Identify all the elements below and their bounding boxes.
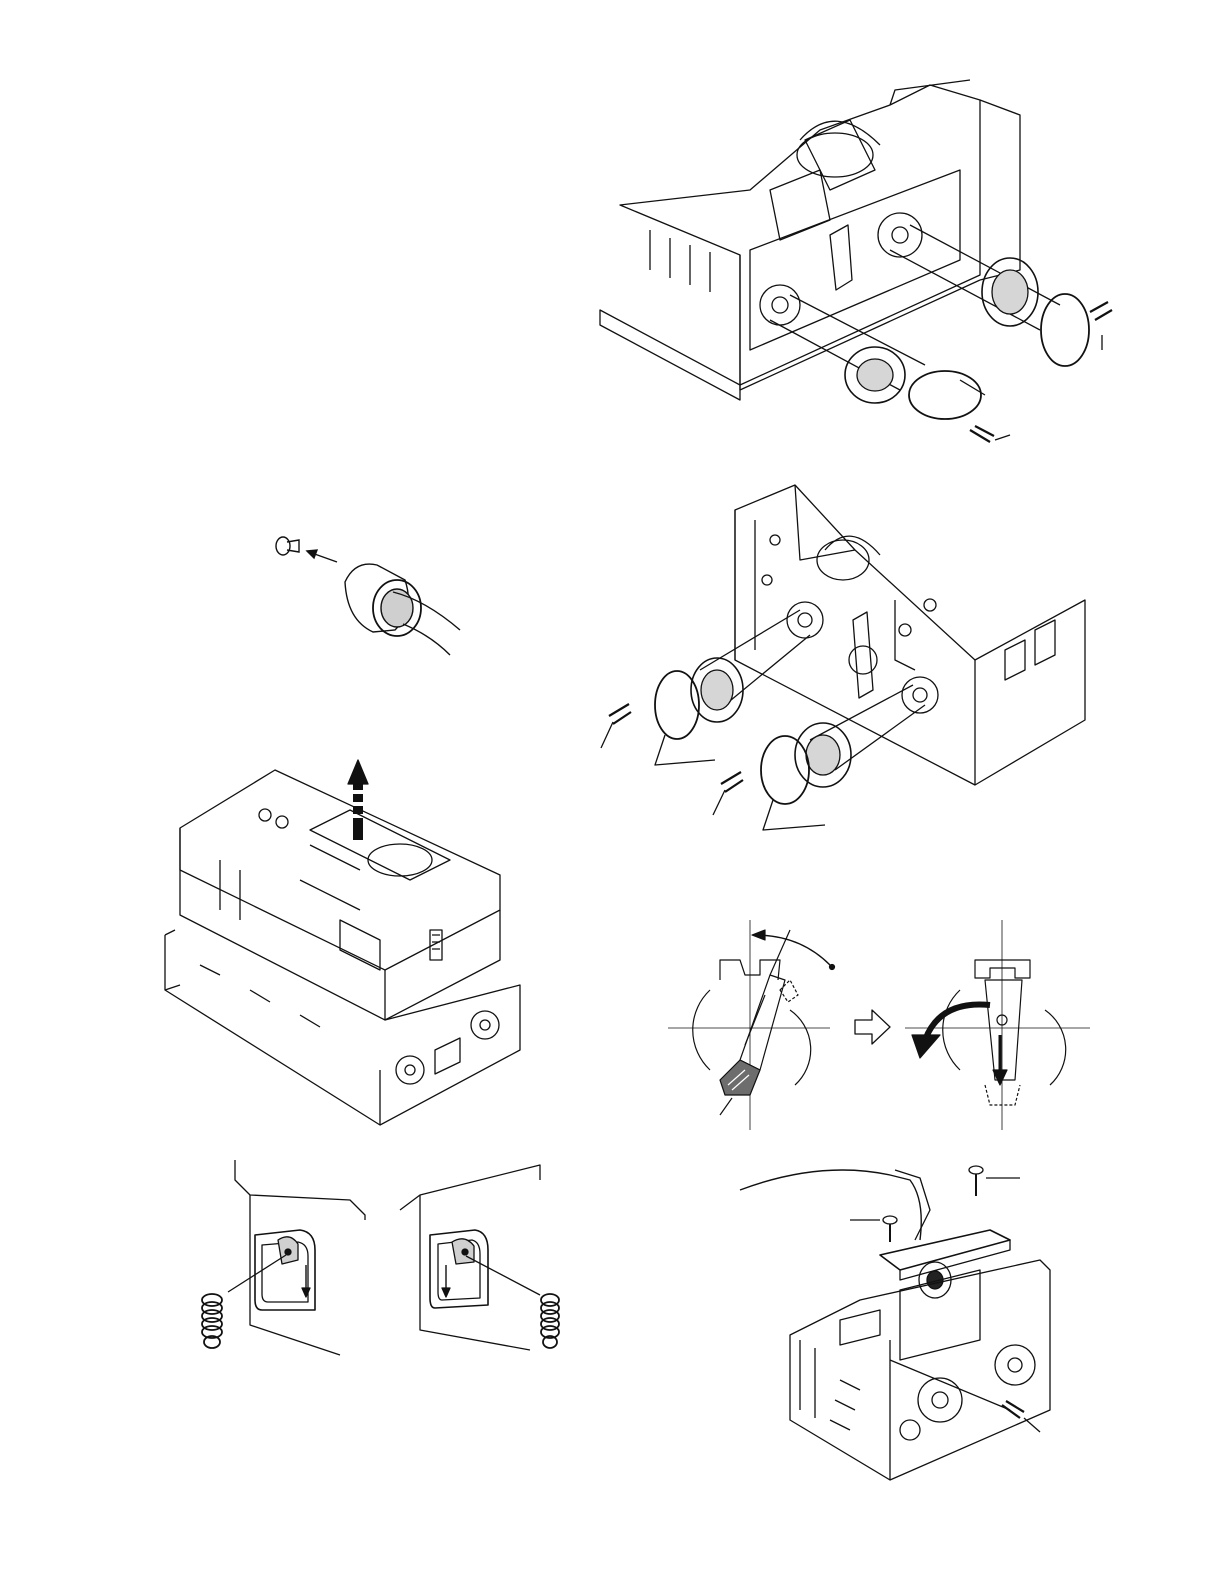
lever-before — [668, 920, 835, 1130]
center-lever — [830, 225, 852, 290]
lever-after — [905, 920, 1090, 1130]
figure-flywheel-removal-front — [590, 80, 1130, 480]
screw-upper — [609, 704, 631, 724]
figure-lever-rotation — [650, 920, 1110, 1130]
belt-lower — [761, 736, 809, 804]
screw-top-right — [969, 1166, 1020, 1196]
spring-left — [202, 1294, 222, 1348]
screw-upper — [1090, 302, 1112, 320]
screw-lower — [721, 772, 743, 792]
bushing — [276, 537, 290, 555]
belt-upper — [655, 671, 699, 739]
screw-bottom — [890, 1360, 1040, 1432]
belt-upper — [1041, 294, 1089, 366]
screw-top-left — [850, 1216, 897, 1242]
belt-lower — [909, 371, 981, 419]
center-lever — [853, 612, 873, 698]
screw-lower — [970, 426, 994, 442]
figure-flywheel-removal-rear — [595, 480, 1105, 845]
flat-cable — [740, 1170, 921, 1240]
head-bracket — [880, 1230, 1010, 1270]
spring-right — [541, 1294, 559, 1348]
next-step-arrow — [855, 1010, 890, 1044]
chassis-outline — [735, 485, 1085, 785]
arrow-to-spring-right — [466, 1256, 540, 1295]
arrow-to-spring-left — [228, 1255, 286, 1292]
figure-spring-hooks — [190, 1160, 570, 1370]
chassis-lower — [165, 935, 520, 1125]
figure-mechanism-lift — [160, 750, 520, 1130]
figure-head-bracket-screws — [740, 1160, 1070, 1490]
lift-arrow — [348, 760, 368, 840]
chassis-outline — [620, 85, 980, 385]
motor-drum — [797, 133, 873, 177]
figure-pinch-roller-detail — [265, 520, 465, 660]
